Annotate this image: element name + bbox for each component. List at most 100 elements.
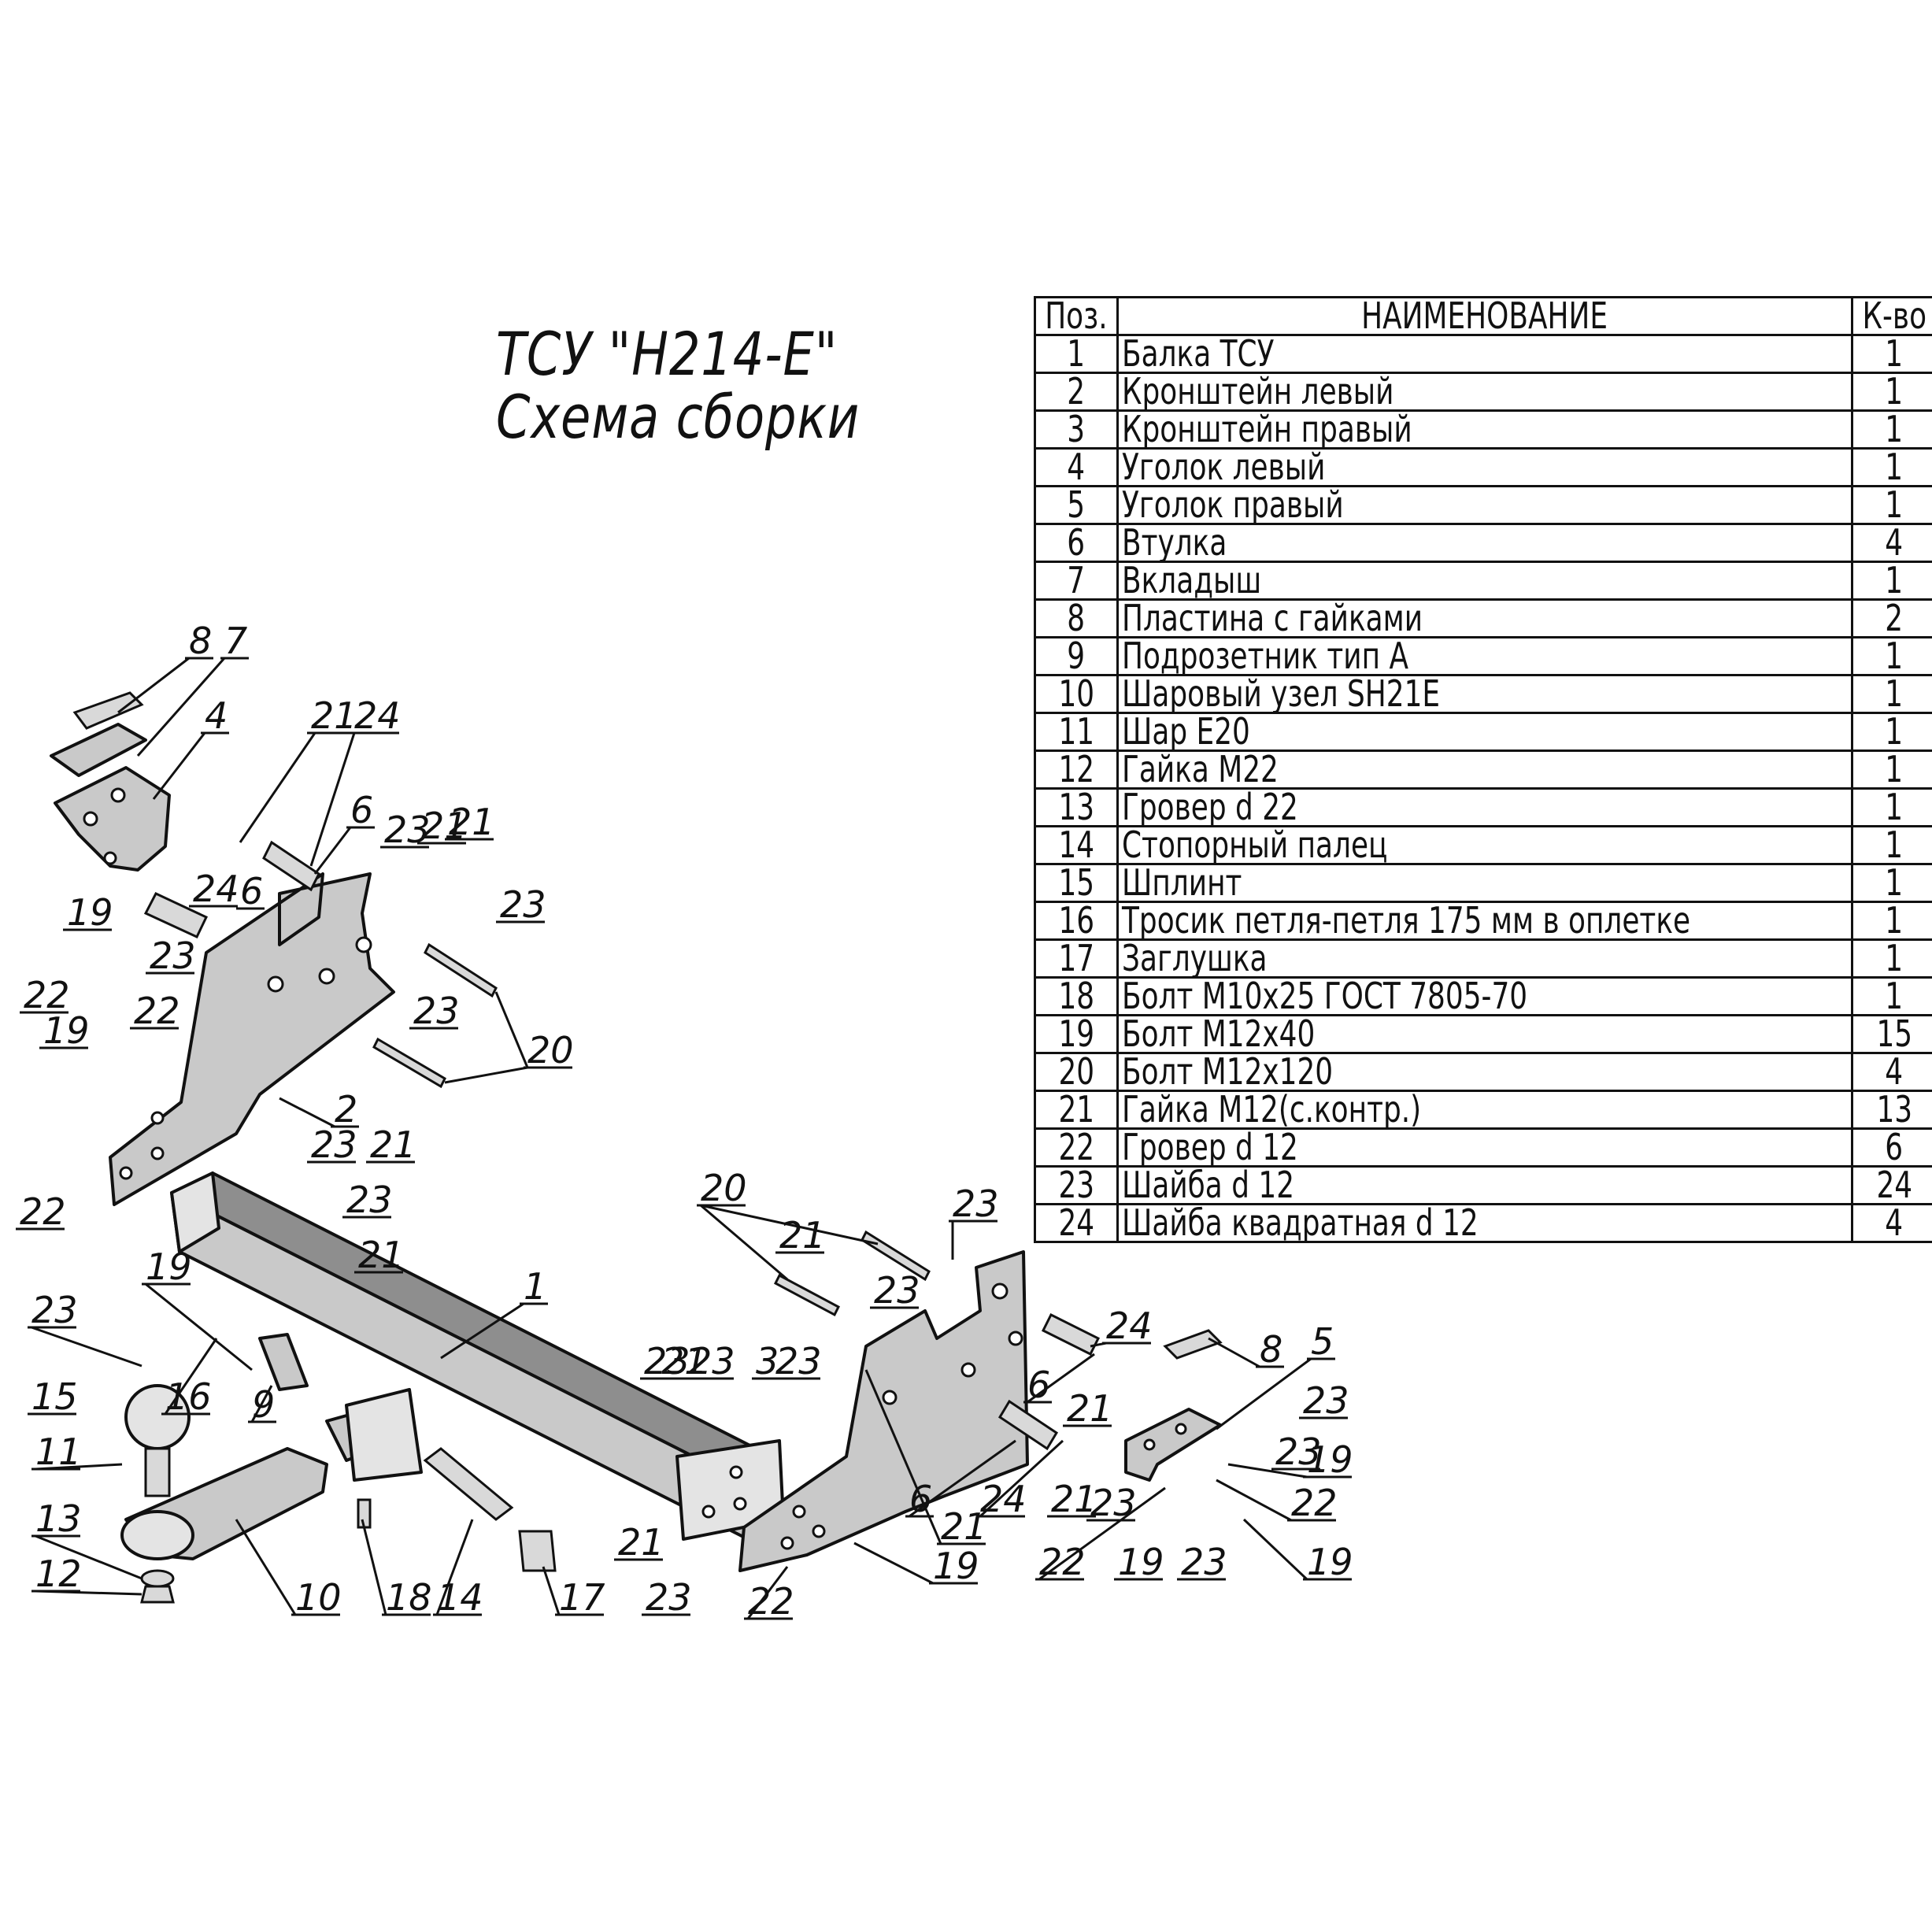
cell-name: Гайка М12(с.контр.): [1121, 1090, 1421, 1129]
callout-label: 16: [165, 1375, 212, 1418]
cell-name: Гровер d 12: [1121, 1128, 1298, 1167]
callout-label: 6: [350, 789, 373, 831]
callout-label: 23: [413, 990, 460, 1032]
cell-name: Гайка М22: [1121, 750, 1279, 789]
cell-pos: 4: [1067, 448, 1086, 487]
leader-line: [35, 1534, 142, 1580]
left-angle-plate: [50, 691, 171, 872]
cell-pos: 2: [1067, 372, 1086, 411]
table-header-row: Поз. НАИМЕНОВАНИЕ К-во: [1034, 296, 1932, 336]
callout-label: 13: [35, 1497, 82, 1540]
callout-label: 23: [150, 935, 196, 977]
callout-label: 2: [335, 1088, 357, 1131]
callout-label: 21: [311, 694, 357, 737]
cell-pos: 20: [1058, 1053, 1094, 1091]
callout-label: 21: [779, 1214, 826, 1257]
callout-label: 19: [43, 1009, 90, 1052]
cell-name: Болт М12х120: [1121, 1053, 1333, 1091]
callout-label: 23: [1181, 1541, 1227, 1583]
callout-label: 12: [35, 1553, 82, 1595]
leader-line: [235, 1519, 297, 1616]
callout-label: 3: [756, 1340, 779, 1382]
cell-name: Болт М12х40: [1121, 1015, 1316, 1053]
leader-line: [31, 1326, 142, 1368]
callout-label: 9: [252, 1383, 275, 1426]
cell-pos: 6: [1067, 524, 1086, 562]
callout-label: 22: [1291, 1482, 1338, 1524]
leader-line: [1242, 1518, 1308, 1581]
bushings: [143, 840, 1101, 1451]
table-row: 13 Гровер d 22 1: [1034, 787, 1932, 827]
leader-line: [494, 991, 529, 1068]
cell-name: Шплинт: [1121, 864, 1242, 902]
callout-label: 23: [644, 1340, 690, 1382]
cell-qty: 15: [1875, 1015, 1912, 1053]
leader-line: [1090, 1342, 1107, 1348]
cell-qty: 1: [1885, 486, 1904, 524]
cell-pos: 16: [1058, 901, 1094, 940]
callout-label: 23: [689, 1340, 735, 1382]
leader-line: [700, 1204, 788, 1281]
callout-label: 22: [134, 990, 180, 1032]
cell-pos: 5: [1067, 486, 1086, 524]
callout-label: 5: [1311, 1320, 1334, 1363]
header-pos: Поз.: [1045, 297, 1108, 335]
leader-line: [440, 1302, 524, 1360]
leader-line: [1227, 1463, 1308, 1479]
leader-lines: [31, 657, 1312, 1619]
leader-line: [239, 732, 316, 843]
callout-label: 18: [386, 1576, 432, 1619]
small-parts: [357, 1447, 557, 1572]
cell-qty: 1: [1885, 901, 1904, 940]
callout-label: 1: [524, 1265, 546, 1308]
leader-line: [152, 732, 206, 800]
table-row: 19 Болт М12х40 15: [1034, 1014, 1932, 1054]
callout-label: 21: [358, 1234, 405, 1276]
cell-name: Втулка: [1121, 524, 1227, 562]
header-name: НАИМЕНОВАНИЕ: [1361, 297, 1608, 335]
cell-name: Шаровый узел SH21E: [1121, 675, 1440, 713]
cell-qty: 24: [1875, 1166, 1912, 1205]
callout-label: 10: [295, 1576, 342, 1619]
leader-line: [864, 1369, 942, 1545]
cell-qty: 13: [1875, 1090, 1912, 1129]
cell-pos: 19: [1058, 1015, 1094, 1053]
leader-line: [164, 1338, 218, 1415]
cell-name: Шайба квадратная d 12: [1121, 1204, 1479, 1242]
leader-line: [279, 1097, 335, 1128]
leader-line: [444, 1066, 528, 1084]
callout-label: 4: [205, 694, 228, 737]
callout-label: 21: [1067, 1387, 1113, 1430]
cell-name: Заглушка: [1121, 939, 1268, 978]
cell-pos: 13: [1058, 788, 1094, 827]
callout-label: 23: [1275, 1430, 1322, 1473]
callout-label: 15: [31, 1375, 78, 1418]
cell-name: Уголок правый: [1121, 486, 1344, 524]
leader-line: [309, 732, 356, 867]
callout-label: 22: [24, 974, 70, 1016]
cell-qty: 1: [1885, 788, 1904, 827]
callout-label: 8: [1260, 1328, 1282, 1371]
cell-pos: 23: [1058, 1166, 1094, 1205]
cell-qty: 4: [1885, 524, 1904, 562]
callout-label: 23: [311, 1123, 357, 1166]
callout-label: 23: [1090, 1482, 1137, 1524]
cell-qty: 2: [1885, 599, 1904, 638]
cell-qty: 1: [1885, 864, 1904, 902]
callout-label: 23: [1303, 1379, 1349, 1422]
callout-label: 23: [646, 1576, 692, 1619]
callout-label: 23: [31, 1289, 78, 1331]
cell-pos: 7: [1067, 561, 1086, 600]
cell-name: Гровер d 22: [1121, 788, 1298, 827]
callout-label: 24: [980, 1478, 1027, 1520]
